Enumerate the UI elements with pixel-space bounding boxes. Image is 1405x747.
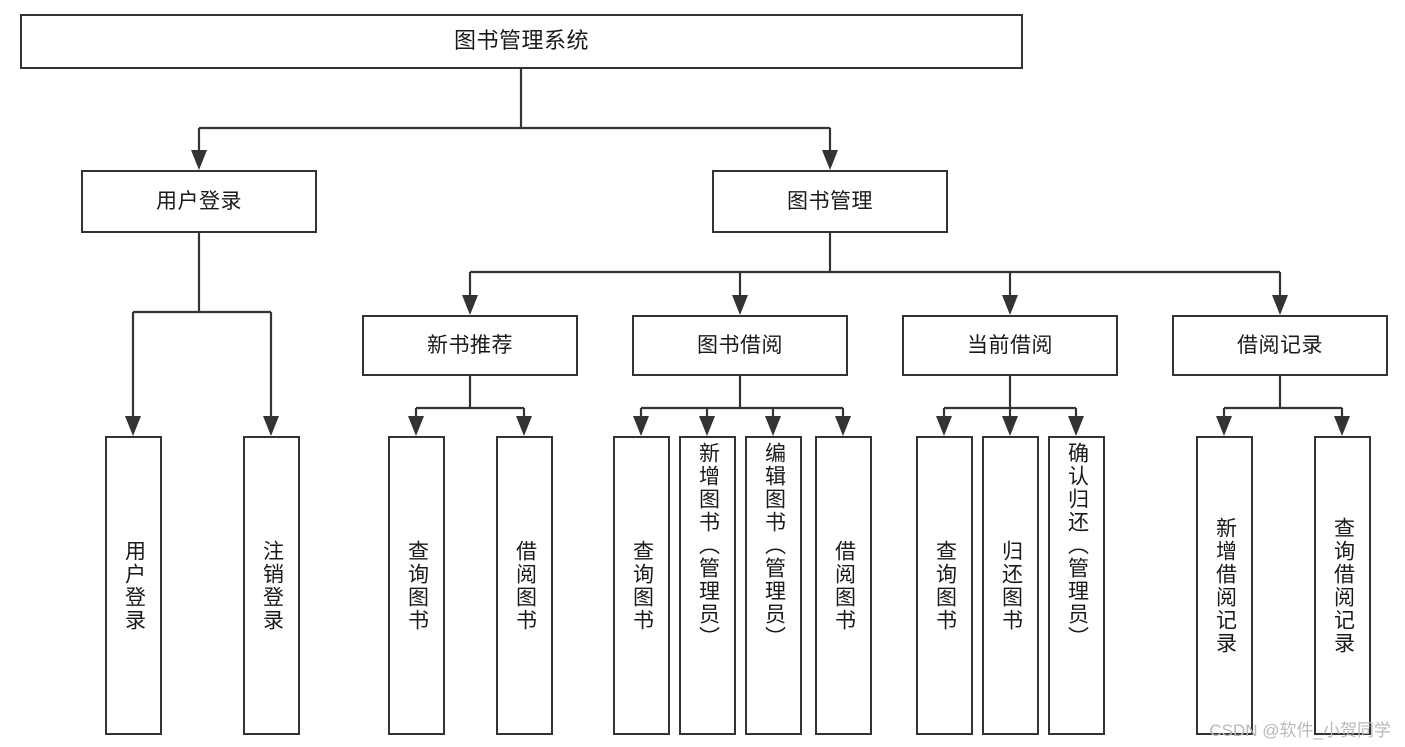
leaf-query-borrow-record-label: 查询借阅记录 [1331,516,1355,655]
leaf-return-book[interactable]: 归还图书 [982,436,1039,735]
leaf-query-book-3[interactable]: 查询图书 [916,436,973,735]
node-book-borrow[interactable]: 图书借阅 [632,315,848,376]
leaf-add-borrow-record-label: 新增借阅记录 [1213,516,1237,655]
leaf-query-book-3-label: 查询图书 [933,539,957,632]
node-borrow-record[interactable]: 借阅记录 [1172,315,1388,376]
leaf-borrow-book-1[interactable]: 借阅图书 [496,436,553,735]
csdn-watermark: CSDN @软件_小贺同学 [1209,721,1391,740]
leaf-return-book-label: 归还图书 [999,539,1023,632]
leaf-add-borrow-record[interactable]: 新增借阅记录 [1196,436,1253,735]
node-book-manage-label: 图书管理 [787,189,873,213]
leaf-borrow-book-2[interactable]: 借阅图书 [815,436,872,735]
leaf-edit-book-admin[interactable]: 编辑图书（管理员） [745,436,802,735]
node-user-login-label: 用户登录 [156,189,242,213]
node-root-label: 图书管理系统 [453,28,589,54]
leaf-confirm-return-admin[interactable]: 确认归还（管理员） [1048,436,1105,735]
node-borrow-record-label: 借阅记录 [1237,333,1323,357]
node-new-book-recommend-label: 新书推荐 [427,333,513,357]
leaf-query-book-2-label: 查询图书 [630,539,654,632]
leaf-borrow-book-2-label: 借阅图书 [832,539,856,632]
leaf-query-book-1[interactable]: 查询图书 [388,436,445,735]
node-book-borrow-label: 图书借阅 [697,333,783,357]
node-book-manage[interactable]: 图书管理 [712,170,948,233]
leaf-add-book-admin[interactable]: 新增图书（管理员） [679,436,736,735]
node-current-borrow-label: 当前借阅 [967,333,1053,357]
node-new-book-recommend[interactable]: 新书推荐 [362,315,578,376]
node-user-login[interactable]: 用户登录 [81,170,317,233]
leaf-add-book-admin-label: 新增图书（管理员） [696,442,720,649]
leaf-logout-label: 注销登录 [260,539,284,632]
node-root[interactable]: 图书管理系统 [20,14,1023,69]
leaf-borrow-book-1-label: 借阅图书 [513,539,537,632]
leaf-logout[interactable]: 注销登录 [243,436,300,735]
leaf-query-borrow-record[interactable]: 查询借阅记录 [1314,436,1371,735]
leaf-edit-book-admin-label: 编辑图书（管理员） [762,442,786,649]
leaf-user-login[interactable]: 用户登录 [105,436,162,735]
leaf-confirm-return-admin-label: 确认归还（管理员） [1065,442,1089,649]
leaf-query-book-1-label: 查询图书 [405,539,429,632]
leaf-user-login-label: 用户登录 [122,539,146,632]
leaf-query-book-2[interactable]: 查询图书 [613,436,670,735]
node-current-borrow[interactable]: 当前借阅 [902,315,1118,376]
